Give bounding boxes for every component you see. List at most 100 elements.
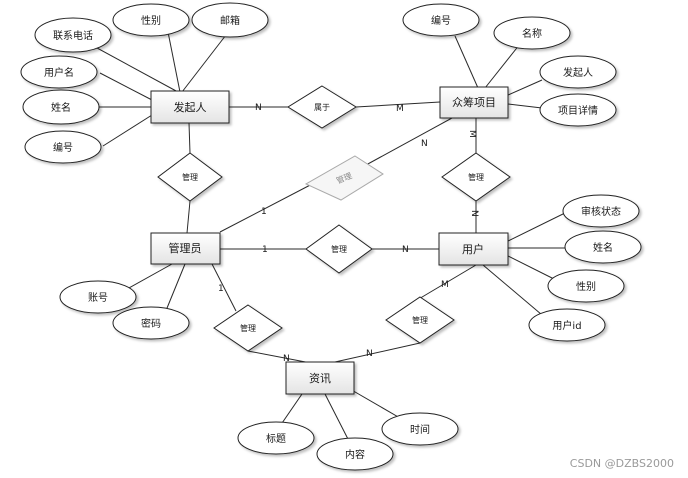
card-admin-project-admin: 1: [261, 207, 267, 217]
attr-user-status: 审核状态: [562, 194, 640, 228]
attr-news-content-label: 内容: [345, 448, 365, 461]
line-project-name: [484, 43, 521, 89]
card-user-news-news: N: [366, 349, 373, 359]
line-user-status: [507, 211, 568, 242]
attr-project-detail: 项目详情: [539, 93, 617, 127]
entity-news-label: 资讯: [309, 372, 331, 385]
attr-project-id: 编号: [402, 3, 480, 37]
attr-initiator-phone: 联系电话: [34, 17, 112, 53]
card-admin-news-admin: 1: [218, 284, 224, 294]
attr-admin-password: 密码: [112, 306, 190, 340]
line-manage-admin: [186, 200, 191, 234]
line-project-initiator: [507, 79, 543, 96]
attr-project-initiator: 发起人: [539, 55, 617, 89]
entity-user: 用户: [438, 232, 509, 266]
card-admin-user-user: N: [402, 245, 409, 255]
card-user-news-user: M: [441, 280, 449, 290]
attr-news-time: 时间: [381, 412, 459, 446]
attr-news-title-label: 标题: [266, 433, 286, 445]
entity-news: 资讯: [285, 361, 355, 395]
line-manage-news-right: [325, 342, 421, 365]
entity-project: 众筹项目: [439, 86, 509, 119]
attr-user-gender-label: 性别: [576, 280, 596, 293]
line-news-content: [324, 393, 351, 444]
attr-initiator-email-label: 邮箱: [220, 14, 240, 27]
attr-initiator-name-label: 姓名: [51, 101, 71, 114]
watermark-text: CSDN @DZBS2000: [570, 457, 674, 470]
relationship-admin-project: 管理: [304, 155, 384, 201]
relationship-admin-user-label: 管理: [331, 244, 347, 254]
relationship-manage-project: 管理: [441, 152, 511, 202]
relationship-manage-project-label: 管理: [468, 172, 484, 182]
attr-news-content: 内容: [316, 437, 394, 471]
attr-initiator-username-label: 用户名: [44, 66, 74, 79]
relationship-manage-initiator: 管理: [157, 152, 223, 202]
attr-initiator-id: 编号: [24, 130, 102, 164]
connector-lines: [74, 31, 568, 444]
attributes-news: 标题 内容 时间: [237, 412, 459, 471]
line-admin-manage-top: [219, 181, 317, 233]
entity-project-label: 众筹项目: [452, 95, 496, 109]
attr-project-detail-label: 项目详情: [558, 104, 598, 117]
relationship-admin-news: 管理: [213, 304, 283, 352]
attr-admin-account-label: 账号: [88, 292, 108, 304]
line-news-title: [279, 393, 303, 427]
attr-admin-account: 账号: [59, 280, 137, 314]
line-admin-manage-news: [211, 263, 237, 312]
card-admin-news-news: N: [283, 354, 290, 364]
entity-initiator-label: 发起人: [174, 100, 207, 114]
card-admin-project-project: N: [421, 139, 428, 149]
line-project-detail: [507, 103, 543, 109]
entity-admin: 管理员: [150, 232, 221, 265]
attr-project-initiator-label: 发起人: [563, 66, 593, 79]
attributes-admin: 账号 密码: [59, 280, 190, 340]
attr-user-name: 姓名: [564, 230, 642, 264]
relationship-manage-initiator-label: 管理: [182, 172, 198, 182]
attr-initiator-username: 用户名: [20, 55, 98, 89]
attr-initiator-phone-label: 联系电话: [53, 29, 93, 42]
relationship-belongs-label: 属于: [314, 103, 330, 112]
line-initiator-gender: [167, 31, 181, 93]
attr-project-id-label: 编号: [431, 14, 451, 27]
line-initiator-id: [102, 114, 153, 147]
attr-initiator-name: 姓名: [22, 89, 100, 125]
attr-user-name-label: 姓名: [593, 241, 613, 254]
attr-admin-password-label: 密码: [141, 317, 161, 330]
relationship-user-news-label: 管理: [412, 315, 428, 325]
entity-admin-label: 管理员: [169, 241, 202, 255]
attr-initiator-id-label: 编号: [53, 141, 73, 154]
line-initiator-username: [99, 72, 153, 101]
card-project-user-bottom: N: [469, 210, 479, 217]
attr-project-name-label: 名称: [522, 27, 542, 40]
attr-user-id: 用户id: [528, 308, 606, 342]
attributes-user: 审核状态 姓名 性别 用户id: [528, 194, 642, 342]
cardinality-labels: N M M N 1 N 1 N 1 N M N: [218, 103, 479, 364]
attr-initiator-gender-label: 性别: [141, 14, 161, 27]
attributes-initiator: 联系电话 性别 邮箱 用户名 姓名 编号: [20, 2, 269, 164]
relationship-admin-news-label: 管理: [240, 323, 256, 333]
attr-news-time-label: 时间: [410, 423, 430, 436]
attr-initiator-email: 邮箱: [191, 2, 269, 38]
card-project-user-top: M: [467, 130, 477, 138]
relationship-belongs: 属于: [287, 85, 357, 129]
card-admin-user-admin: 1: [262, 245, 268, 255]
line-initiator-manage: [188, 122, 191, 154]
line-user-gender: [507, 255, 557, 281]
attributes-project: 编号 名称 发起人 项目详情: [402, 3, 617, 127]
attr-user-gender: 性别: [547, 269, 625, 303]
relationship-user-news: 管理: [385, 296, 455, 344]
attr-user-status-label: 审核状态: [581, 205, 621, 218]
card-belongs-project: M: [396, 104, 404, 114]
attr-news-title: 标题: [237, 421, 315, 455]
card-belongs-initiator: N: [255, 103, 262, 113]
line-initiator-email: [181, 34, 227, 93]
entity-user-label: 用户: [462, 242, 484, 256]
line-user-id: [482, 264, 549, 321]
line-belongs-project: [355, 101, 441, 108]
entity-initiator: 发起人: [150, 90, 230, 124]
line-admin-password: [164, 263, 186, 314]
attr-user-id-label: 用户id: [552, 319, 581, 332]
attr-initiator-gender: 性别: [112, 3, 190, 37]
line-project-id: [454, 35, 479, 89]
line-manage-project: [365, 117, 453, 166]
